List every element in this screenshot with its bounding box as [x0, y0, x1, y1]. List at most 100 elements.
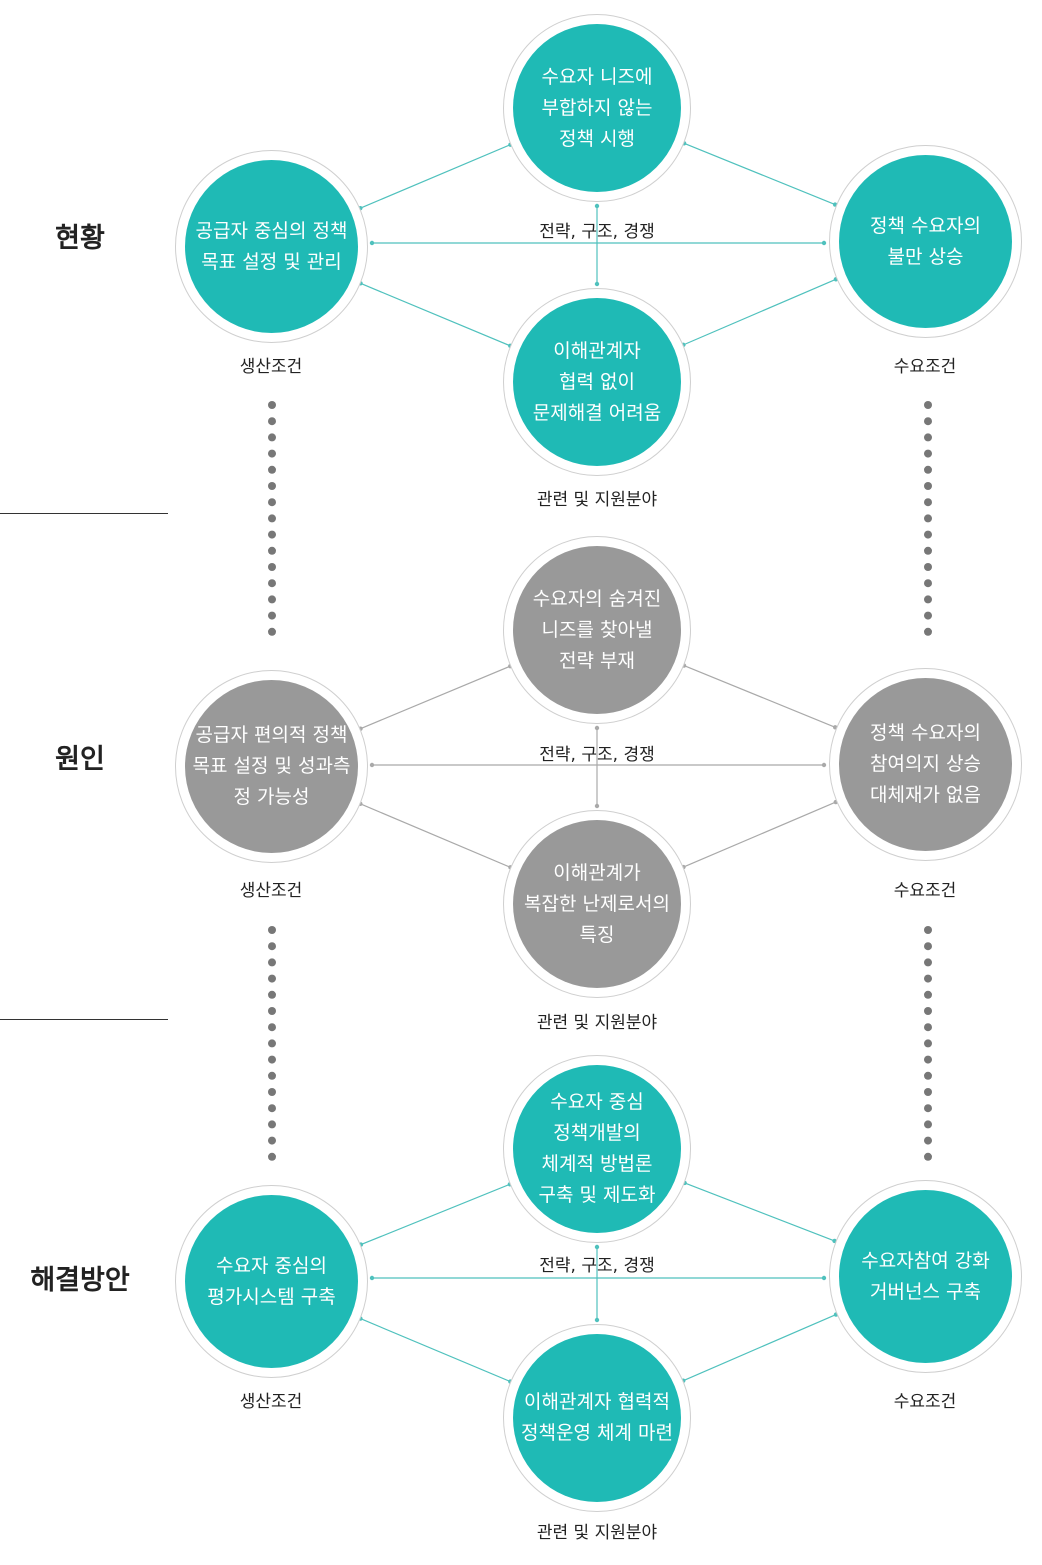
connector-horizontal-end [369, 762, 375, 768]
label-demand: 수요조건 [893, 357, 957, 377]
label-production: 생산조건 [239, 1392, 303, 1412]
connector-left-top [360, 144, 511, 209]
label-production: 생산조건 [239, 357, 303, 377]
node-top-text: 수요자 중심 정책개발의 체계적 방법론 구축 및 제도화 [513, 1065, 681, 1233]
dotted-link-demand [924, 627, 932, 636]
node-top: 수요자의 숨겨진 니즈를 찾아낼 전략 부재 [503, 536, 691, 724]
dotted-link-demand [924, 1136, 932, 1145]
node-top: 수요자 중심 정책개발의 체계적 방법론 구축 및 제도화 [503, 1055, 691, 1243]
dotted-link-production [268, 1071, 276, 1080]
section-divider [0, 513, 168, 514]
dotted-link-production [268, 530, 276, 539]
node-left: 공급자 중심의 정책 목표 설정 및 관리 [175, 150, 368, 343]
dotted-link-demand [924, 926, 932, 934]
node-bottom: 이해관계자 협력 없이 문제해결 어려움 [503, 288, 691, 476]
dotted-link-production [268, 514, 276, 523]
section-title-current: 현황 [55, 223, 105, 254]
connector-left-top [360, 1183, 511, 1246]
dotted-link-production [268, 1088, 276, 1096]
dotted-link-production [268, 465, 276, 474]
dotted-link-demand [924, 563, 932, 571]
node-bottom-text: 이해관계자 협력 없이 문제해결 어려움 [513, 298, 681, 466]
dotted-link-production [268, 433, 276, 442]
connector-horizontal-end [369, 1275, 375, 1281]
label-strategy: 전략, 구조, 경쟁 [539, 745, 655, 765]
label-demand: 수요조건 [893, 1392, 957, 1412]
dotted-link-demand [924, 465, 932, 474]
dotted-link-demand [924, 449, 932, 458]
connector-horizontal-end [821, 240, 827, 246]
dotted-link-demand [924, 611, 932, 620]
dotted-link-demand [924, 498, 932, 507]
connector-bottom-right [683, 1313, 837, 1382]
dotted-link-demand [924, 958, 932, 967]
section-title-cause: 원인 [55, 744, 105, 775]
dotted-link-demand [924, 1055, 932, 1064]
dotted-link-demand [924, 546, 932, 555]
dotted-link-production [268, 401, 276, 409]
dotted-link-production [268, 1023, 276, 1032]
dotted-link-production [268, 498, 276, 507]
connector-horizontal-end [821, 1275, 827, 1281]
connector-left-bottom [360, 803, 511, 868]
label-strategy: 전략, 구조, 경쟁 [539, 222, 655, 242]
dotted-link-production [268, 1104, 276, 1113]
connector-bottom-right [683, 801, 837, 868]
section-divider [0, 1019, 168, 1020]
dotted-link-demand [924, 1152, 932, 1161]
dotted-link-demand [924, 1023, 932, 1032]
connector-top-right [683, 142, 836, 206]
dotted-link-production [268, 1055, 276, 1064]
dotted-link-production [268, 1007, 276, 1015]
connector-top-right [683, 664, 836, 728]
dotted-link-demand [924, 1120, 932, 1129]
label-production: 생산조건 [239, 881, 303, 901]
node-right-text: 수요자참여 강화 거버넌스 구축 [839, 1190, 1012, 1363]
dotted-link-demand [924, 1071, 932, 1080]
dotted-link-demand [924, 514, 932, 523]
node-bottom-text: 이해관계가 복잡한 난제로서의 특징 [513, 820, 681, 988]
label-related: 관련 및 지원분야 [536, 1013, 658, 1033]
label-demand: 수요조건 [893, 881, 957, 901]
connector-left-bottom [360, 1318, 511, 1383]
dotted-link-production [268, 1039, 276, 1048]
connector-bottom-right [683, 278, 837, 346]
connector-horizontal-end [369, 240, 375, 246]
dotted-link-production [268, 958, 276, 967]
dotted-link-demand [924, 942, 932, 951]
node-bottom: 이해관계자 협력적 정책운영 체계 마련 [503, 1324, 691, 1512]
dotted-link-demand [924, 579, 932, 588]
connector-vertical-end [594, 725, 600, 731]
connector-left-bottom [360, 282, 511, 347]
node-top-text: 수요자의 숨겨진 니즈를 찾아낼 전략 부재 [513, 546, 681, 714]
dotted-link-production [268, 1136, 276, 1145]
dotted-link-demand [924, 433, 932, 442]
dotted-link-demand [924, 990, 932, 999]
label-related: 관련 및 지원분야 [536, 490, 658, 510]
connector-vertical-end [594, 1244, 600, 1250]
dotted-link-production [268, 449, 276, 458]
node-top: 수요자 니즈에 부합하지 않는 정책 시행 [503, 14, 691, 202]
dotted-link-production [268, 926, 276, 934]
dotted-link-production [268, 611, 276, 620]
node-top-text: 수요자 니즈에 부합하지 않는 정책 시행 [513, 24, 681, 192]
node-bottom-text: 이해관계자 협력적 정책운영 체계 마련 [513, 1334, 681, 1502]
dotted-link-production [268, 942, 276, 951]
connector-vertical-end [594, 203, 600, 209]
dotted-link-demand [924, 595, 932, 604]
connector-vertical-end [594, 803, 600, 809]
dotted-link-demand [924, 401, 932, 409]
dotted-link-production [268, 990, 276, 999]
dotted-link-production [268, 627, 276, 636]
dotted-link-production [268, 417, 276, 426]
node-right: 정책 수요자의 불만 상승 [829, 145, 1022, 338]
dotted-link-demand [924, 1088, 932, 1096]
dotted-link-production [268, 482, 276, 490]
dotted-link-production [268, 546, 276, 555]
dotted-link-production [268, 1152, 276, 1161]
dotted-link-demand [924, 974, 932, 983]
dotted-link-demand [924, 1039, 932, 1048]
node-left: 수요자 중심의 평가시스템 구축 [175, 1185, 368, 1378]
node-left-text: 공급자 중심의 정책 목표 설정 및 관리 [185, 160, 358, 333]
node-right: 수요자참여 강화 거버넌스 구축 [829, 1180, 1022, 1373]
